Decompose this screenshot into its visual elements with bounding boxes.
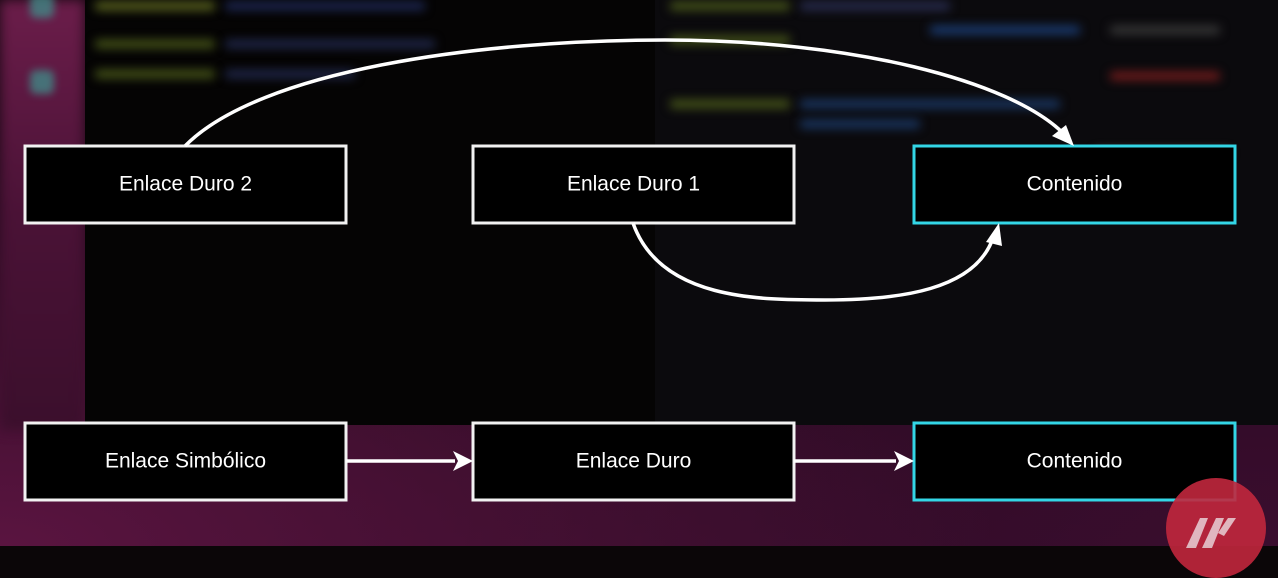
blurred-text	[800, 100, 1060, 108]
hard-link-1-label: Enlace Duro 1	[567, 173, 700, 196]
arrowhead-icon	[894, 451, 914, 471]
content-label-bottom: Contenido	[1027, 450, 1123, 473]
hard-link-label: Enlace Duro	[576, 450, 692, 473]
content-node-bottom: Contenido	[912, 421, 1237, 502]
hard-link-2-node: Enlace Duro 2	[23, 144, 348, 225]
arrowhead-icon	[1052, 125, 1074, 146]
hard-link-node: Enlace Duro	[471, 421, 796, 502]
blurred-text	[1110, 72, 1220, 80]
dock-app-icon	[30, 70, 54, 94]
hard-link-2-label: Enlace Duro 2	[119, 173, 252, 196]
blurred-text	[95, 40, 215, 48]
blurred-text	[225, 2, 425, 10]
link-diagram: Enlace Duro 2 Enlace Duro 1 Contenido En…	[23, 38, 1237, 502]
brand-logo-icon	[1166, 478, 1266, 578]
blurred-text	[800, 2, 950, 10]
arrow-hard-link-1-to-content	[631, 222, 995, 302]
blurred-text	[670, 2, 790, 10]
content-node-top: Contenido	[912, 144, 1237, 225]
dock-app-icon	[30, 0, 54, 18]
blurred-text	[225, 70, 355, 78]
symbolic-link-label: Enlace Simbólico	[105, 450, 266, 473]
blurred-text	[95, 2, 215, 10]
blurred-text	[95, 70, 215, 78]
blurred-text	[1110, 26, 1220, 34]
arrowhead-icon	[453, 451, 473, 471]
blurred-text	[670, 100, 790, 108]
arrow-hard-link-2-to-content	[183, 38, 1066, 148]
blurred-text	[800, 120, 920, 128]
hard-link-1-node: Enlace Duro 1	[471, 144, 796, 225]
blurred-text	[930, 26, 1080, 34]
arrowhead-icon	[986, 223, 1002, 246]
symbolic-link-node: Enlace Simbólico	[23, 421, 348, 502]
blurred-text	[225, 40, 435, 48]
content-label-top: Contenido	[1027, 173, 1123, 196]
